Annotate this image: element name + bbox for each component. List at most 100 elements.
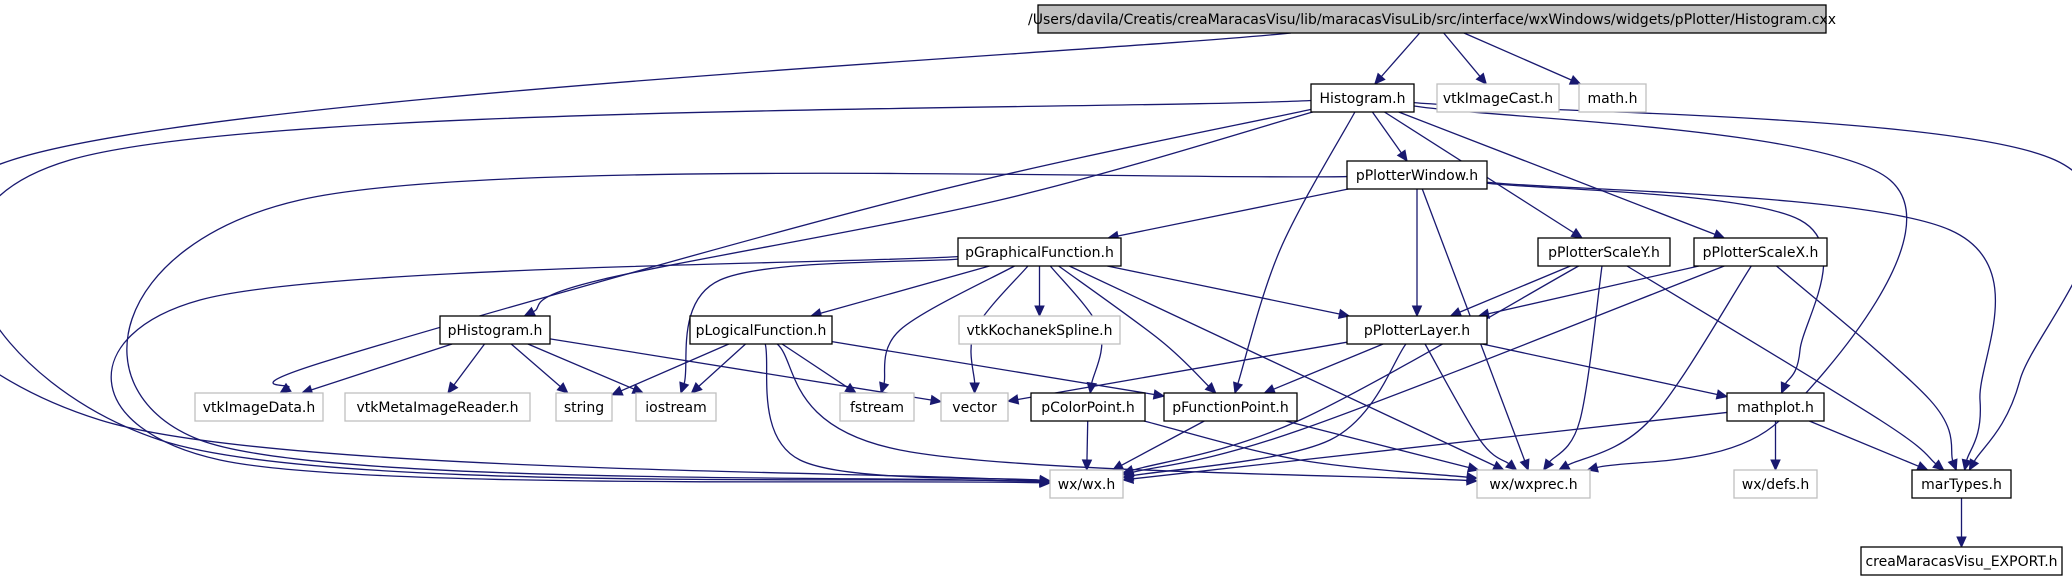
node-label: vtkImageData.h bbox=[203, 400, 315, 416]
edge-arrowhead bbox=[1570, 227, 1584, 239]
node-mathplot[interactable]: mathplot.h bbox=[1726, 392, 1825, 422]
node-box bbox=[1310, 83, 1415, 113]
edge-line bbox=[549, 338, 932, 401]
node-label: fstream bbox=[850, 400, 904, 416]
node-pplotterlayer[interactable]: pPlotterLayer.h bbox=[1346, 315, 1488, 345]
edge-line bbox=[1776, 265, 1954, 461]
edge-line bbox=[1121, 420, 1205, 466]
edge-line bbox=[533, 111, 1313, 313]
edge-arrowhead bbox=[1396, 149, 1408, 162]
edge-line bbox=[683, 258, 959, 384]
edge-phistogram-to-vector bbox=[549, 338, 943, 406]
node-box bbox=[1693, 237, 1828, 267]
edge-line bbox=[1398, 111, 1716, 235]
edge-arrowhead bbox=[1956, 536, 1967, 549]
edge-line bbox=[527, 343, 635, 390]
node-pplotterwindow[interactable]: pPlotterWindow.h bbox=[1346, 160, 1488, 190]
edge-pgraphicalfunction-to-pfunctionpoint bbox=[1058, 265, 1217, 394]
node-box bbox=[1726, 392, 1825, 422]
edge-root-to-histogram bbox=[1374, 32, 1421, 85]
node-box bbox=[1733, 469, 1818, 499]
node-string: string bbox=[555, 392, 613, 422]
node-box bbox=[940, 392, 1009, 422]
nodes-layer: /Users/davila/Creatis/creaMaracasVisu/li… bbox=[194, 4, 2063, 576]
node-root[interactable]: /Users/davila/Creatis/creaMaracasVisu/li… bbox=[1028, 4, 1836, 34]
edge-line bbox=[781, 343, 848, 389]
node-box bbox=[1030, 392, 1146, 422]
edge-arrowhead bbox=[447, 381, 459, 394]
edge-line bbox=[510, 343, 561, 387]
edge-arrowhead bbox=[844, 382, 857, 394]
edge-line bbox=[1017, 341, 1348, 401]
node-box bbox=[839, 392, 915, 422]
node-vtkimagedata: vtkImageData.h bbox=[194, 392, 324, 422]
edge-pplotterscalex-to-wxwx bbox=[1121, 265, 1725, 478]
node-label: string bbox=[564, 400, 604, 416]
node-pgraphicalfunction[interactable]: pGraphicalFunction.h bbox=[957, 237, 1122, 267]
node-label: pGraphicalFunction.h bbox=[965, 245, 1114, 261]
edge-line bbox=[1486, 182, 1825, 385]
edge-pplotterlayer-to-vector bbox=[1006, 341, 1348, 405]
node-label: creaMaracasVisu_EXPORT.h bbox=[1865, 554, 2057, 570]
edge-pplotterscaley-to-martypes bbox=[1626, 265, 1945, 471]
node-label: wx/wx.h bbox=[1058, 477, 1116, 493]
node-iostream: iostream bbox=[635, 392, 717, 422]
node-math: math.h bbox=[1578, 83, 1647, 113]
edge-mathplot-to-wxdefs bbox=[1770, 421, 1781, 472]
node-label: math.h bbox=[1588, 91, 1638, 107]
edge-line bbox=[0, 99, 1312, 483]
edge-martypes-to-creaexport bbox=[1956, 498, 1967, 549]
edge-line bbox=[698, 343, 746, 387]
node-label: pPlotterScaleY.h bbox=[1548, 245, 1660, 261]
edge-arrowhead bbox=[523, 306, 537, 317]
node-box bbox=[1346, 160, 1488, 190]
edge-pgraphicalfunction-to-pplotterlayer bbox=[1107, 265, 1351, 320]
edge-pplotterwindow-to-martypes bbox=[1486, 181, 1997, 472]
node-pcolorpoint[interactable]: pColorPoint.h bbox=[1030, 392, 1146, 422]
node-vtkkochanek: vtkKochanekSpline.h bbox=[958, 315, 1121, 345]
node-box bbox=[194, 392, 324, 422]
node-box bbox=[1436, 83, 1560, 113]
node-label: vtkImageCast.h bbox=[1443, 91, 1553, 107]
edge-pcolorpoint-to-wxwx bbox=[1081, 420, 1093, 472]
node-pplotterscalex[interactable]: pPlotterScaleX.h bbox=[1693, 237, 1828, 267]
edge-phistogram-to-string bbox=[510, 343, 569, 394]
edge-line bbox=[110, 256, 1041, 484]
edge-arrowhead bbox=[1263, 384, 1277, 394]
node-creaexport[interactable]: creaMaracasVisu_EXPORT.h bbox=[1860, 546, 2063, 576]
edge-line bbox=[1626, 265, 1937, 465]
edge-phistogram-to-vtkimagedata bbox=[300, 343, 453, 395]
edge-root-to-math bbox=[1463, 32, 1582, 85]
edge-plogicalfunction-to-iostream bbox=[690, 343, 746, 394]
edge-line bbox=[311, 343, 453, 391]
edge-arrowhead bbox=[1204, 381, 1217, 394]
node-martypes[interactable]: marTypes.h bbox=[1911, 469, 2012, 499]
node-pplotterscaley[interactable]: pPlotterScaleY.h bbox=[1537, 237, 1671, 267]
node-label: marTypes.h bbox=[1921, 477, 2002, 493]
edge-pplotterscalex-to-wxwxprec bbox=[1557, 265, 1752, 471]
edge-line bbox=[620, 343, 730, 392]
node-histogram[interactable]: Histogram.h bbox=[1310, 83, 1415, 113]
edge-arrowhead bbox=[1111, 460, 1125, 471]
node-plogicalfunction[interactable]: pLogicalFunction.h bbox=[689, 315, 833, 345]
node-phistogram[interactable]: pHistogram.h bbox=[439, 315, 551, 345]
edge-pplotterscalex-to-martypes bbox=[1776, 265, 1958, 472]
edge-line bbox=[0, 32, 1292, 482]
node-box bbox=[1163, 392, 1298, 422]
edge-arrowhead bbox=[1233, 381, 1244, 395]
edge-line bbox=[1443, 32, 1481, 77]
node-label: pPlotterWindow.h bbox=[1356, 168, 1478, 184]
edge-arrowhead bbox=[1932, 459, 1945, 471]
edge-pgraphicalfunction-to-iostream bbox=[679, 258, 959, 395]
node-fstream: fstream bbox=[839, 392, 915, 422]
node-label: pHistogram.h bbox=[448, 323, 543, 339]
edge-histogram-to-vtkimagedata bbox=[272, 108, 1312, 394]
edge-line bbox=[1086, 420, 1089, 461]
edge-plogicalfunction-to-fstream bbox=[781, 343, 857, 394]
node-box bbox=[957, 237, 1122, 267]
edge-arrowhead bbox=[1557, 460, 1571, 471]
edge-arrowhead bbox=[1712, 229, 1726, 240]
node-box bbox=[689, 315, 833, 345]
node-pfunctionpoint[interactable]: pFunctionPoint.h bbox=[1163, 392, 1298, 422]
edge-pplotterscaley-to-wxwxprec bbox=[1542, 265, 1603, 471]
